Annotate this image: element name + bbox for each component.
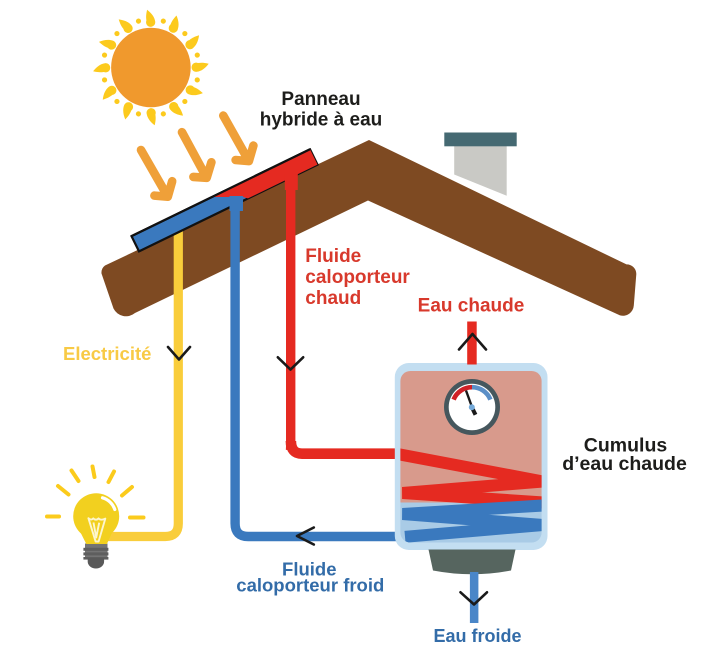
svg-text:chaud: chaud <box>305 288 361 309</box>
svg-text:hybride à eau: hybride à eau <box>260 109 383 130</box>
svg-text:Fluide: Fluide <box>305 246 361 267</box>
svg-text:Eau froide: Eau froide <box>433 626 521 646</box>
svg-text:Fluide: Fluide <box>282 559 336 580</box>
svg-text:Eau chaude: Eau chaude <box>418 296 525 317</box>
svg-text:caloporteur: caloporteur <box>305 267 410 288</box>
svg-text:Electricité: Electricité <box>63 343 151 364</box>
svg-text:Cumulus: Cumulus <box>584 435 668 457</box>
svg-text:caloporteur froid: caloporteur froid <box>236 575 384 596</box>
svg-text:Panneau: Panneau <box>281 89 360 110</box>
svg-text:d’eau chaude: d’eau chaude <box>562 453 687 475</box>
